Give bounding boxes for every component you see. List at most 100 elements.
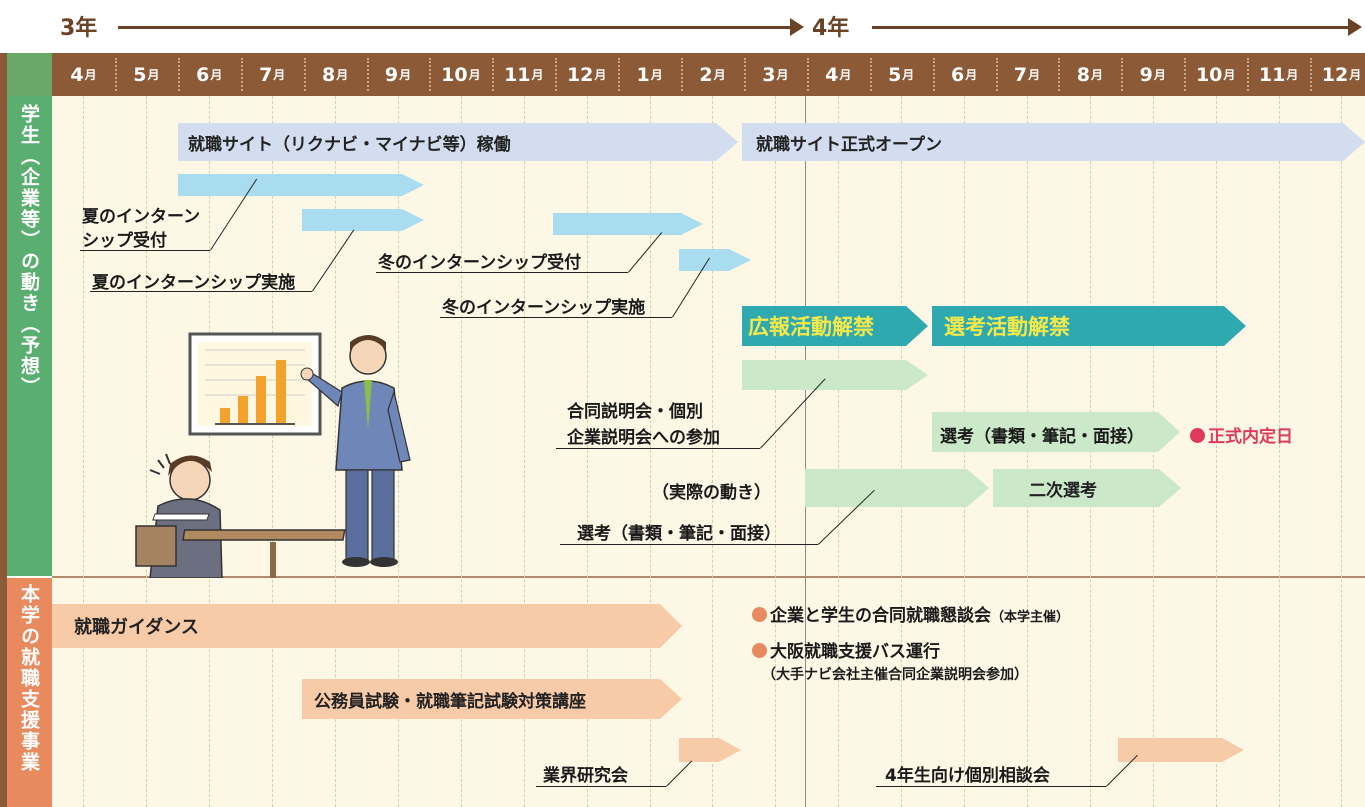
month-suffix: 月 [965, 68, 978, 82]
month-separator [303, 58, 306, 91]
month-number: 4 [825, 63, 839, 86]
month-suffix: 月 [1223, 68, 1236, 82]
bar-winter-intern-do [679, 249, 751, 271]
bar-exam-course: 公務員試験・就職筆記試験対策講座 [302, 679, 682, 719]
section-divider [52, 576, 1365, 578]
underline-joint-briefing [556, 448, 760, 449]
bar-selection-ban-lifted: 選考活動解禁 [932, 306, 1246, 346]
year-4-arrow-icon [1348, 18, 1362, 36]
presentation-illustration [135, 332, 411, 578]
label-joint-briefing-2: 企業説明会への参加 [567, 428, 720, 448]
label-actual-movement: （実際の動き） [652, 483, 771, 503]
underline-summer-do [90, 291, 312, 292]
month-number: 6 [196, 63, 210, 86]
month-separator [492, 58, 495, 91]
bar-selection [932, 412, 1180, 452]
underline-industry-study [536, 786, 666, 787]
meetup-text: 企業と学生の合同就職懇談会 [770, 606, 991, 626]
grid-line [838, 96, 840, 807]
month-number: 2 [699, 63, 713, 86]
month-separator [1310, 58, 1312, 91]
grid-line [775, 96, 777, 807]
bar-joint-briefing [742, 360, 928, 390]
month-separator [806, 58, 809, 91]
label-winter-intern-apply: 冬のインターンシップ受付 [378, 253, 582, 273]
side-label-support: 本学の就職支援事業 [7, 578, 52, 807]
month-suffix: 月 [1349, 68, 1362, 82]
month-suffix: 月 [468, 68, 481, 82]
month-number: 10 [1195, 63, 1223, 86]
month-separator [995, 58, 998, 91]
official-offer-dot-icon [1190, 428, 1205, 443]
label-bus: 大阪就職支援バス運行 [752, 637, 940, 662]
month-separator [366, 58, 369, 91]
grid-line [901, 96, 903, 807]
month-separator [932, 58, 935, 91]
grid-line [1278, 96, 1280, 807]
month-suffix: 月 [531, 68, 544, 82]
month-suffix: 月 [1286, 68, 1299, 82]
month-suffix: 月 [84, 68, 97, 82]
month-suffix: 月 [594, 68, 607, 82]
underline-winter-apply [376, 272, 628, 273]
month-suffix: 月 [1028, 68, 1041, 82]
month-number: 7 [1013, 63, 1028, 86]
bar-actual-movement [805, 469, 989, 507]
month-suffix: 月 [902, 68, 915, 82]
grid-line [209, 96, 211, 807]
label-bus-note: （大手ナビ会社主催合同企業説明会参加） [762, 667, 1028, 683]
grid-line [712, 96, 714, 807]
month-number: 5 [888, 63, 902, 86]
month-number: 6 [950, 63, 965, 86]
month-number: 9 [384, 63, 399, 86]
label-summer-intern-apply-2: シップ受付 [82, 231, 167, 251]
official-offer-text: 正式内定日 [1208, 427, 1293, 447]
underline-summer-apply [80, 250, 210, 251]
bar-career-guidance-label: 就職ガイダンス [74, 617, 199, 638]
bar-winter-intern-apply [553, 213, 703, 235]
year-4-label: 4年 [812, 16, 850, 41]
bar-recruit-sites-label: 就職サイト（リクナビ・マイナビ等）稼働 [188, 134, 511, 155]
bar-pr-ban-lifted: 広報活動解禁 [742, 306, 928, 346]
month-suffix: 月 [713, 68, 726, 82]
month-suffix: 月 [399, 68, 412, 82]
month-separator [1121, 58, 1124, 91]
meetup-dot-icon [752, 607, 767, 622]
month-separator [743, 58, 746, 91]
bar-secondary-selection: 二次選考 [993, 469, 1181, 507]
bus-dot-icon [752, 643, 767, 658]
month-number: 3 [762, 63, 776, 86]
bar-recruit-sites: 就職サイト（リクナビ・マイナビ等）稼働 [178, 123, 738, 161]
month-header-corner [7, 53, 52, 96]
month-number: 10 [441, 63, 468, 86]
month-number: 1 [636, 63, 650, 86]
label-industry-study: 業界研究会 [543, 766, 628, 786]
grid-line [649, 96, 651, 807]
bar-summer-intern-apply [178, 174, 424, 196]
month-number: 12 [566, 63, 594, 86]
label-selection-docs-2: 選考（書類・筆記・面接） [577, 524, 781, 544]
label-selection-docs: 選考（書類・筆記・面接） [940, 427, 1144, 447]
month-number: 4 [70, 63, 84, 86]
grid-line [1215, 96, 1217, 807]
month-separator [1184, 58, 1187, 91]
month-number: 8 [321, 63, 336, 86]
grid-line [586, 96, 588, 807]
month-number: 5 [133, 63, 147, 86]
bar-recruit-sites-official: 就職サイト正式オープン [742, 123, 1365, 161]
